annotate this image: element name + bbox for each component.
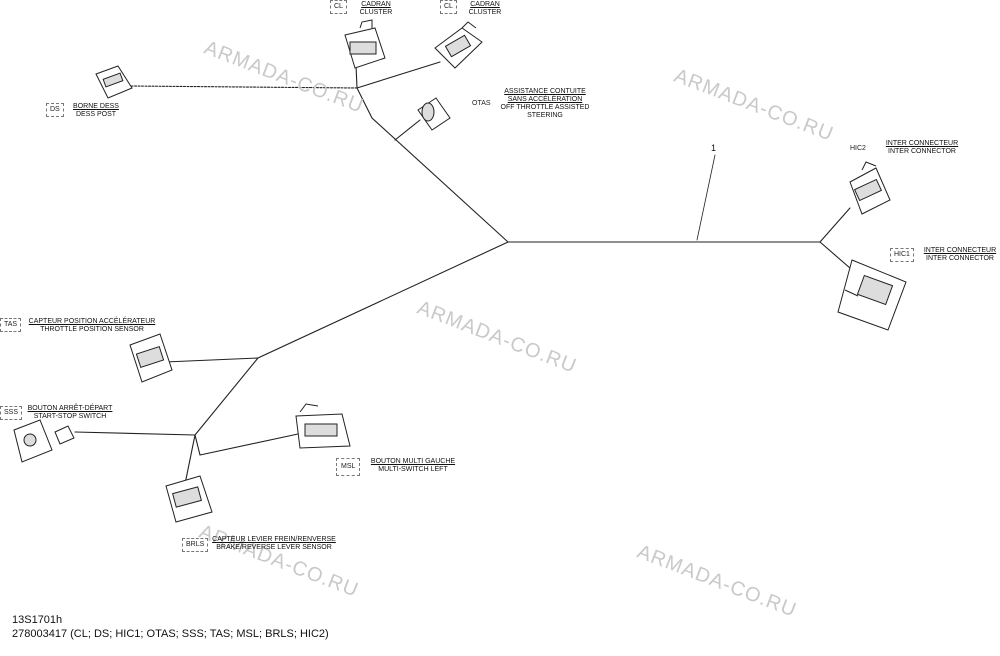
harness-branch-brls — [184, 434, 196, 485]
callout-leader — [696, 154, 716, 241]
connector-code-cl1: CL — [330, 0, 347, 14]
harness-branch-lower — [194, 241, 509, 436]
drawing-reference: 13S1701h — [12, 614, 63, 626]
connector-hic1-drawing — [837, 259, 907, 331]
connector-brls-drawing — [165, 475, 213, 523]
harness-branch-upper — [356, 87, 509, 243]
harness-branch-cl1 — [355, 64, 358, 89]
connector-code-ds: DS — [46, 103, 64, 117]
connector-label-cl2: CADRAN CLUSTER — [468, 1, 502, 16]
connector-code-hic2: HIC2 — [850, 145, 866, 152]
connector-sss-drawing — [13, 419, 75, 463]
harness-branch-hic2 — [819, 207, 851, 243]
connector-label-otas: ASSISTANCE CONTUITE SANS ACCÉLÉRATION OF… — [500, 88, 590, 119]
connector-label-hic2: INTER CONNECTEUR INTER CONNECTOR — [885, 140, 959, 155]
part-number-list: 278003417 (CL; DS; HIC1; OTAS; SSS; TAS;… — [12, 628, 329, 640]
connector-code-msl: MSL — [336, 458, 361, 476]
connector-label-msl: BOUTON MULTI GAUCHE MULTI-SWITCH LEFT — [370, 458, 456, 473]
harness-branch-ds — [129, 85, 358, 89]
connector-label-cl1: CADRAN CLUSTER — [359, 1, 393, 16]
connector-msl-drawing — [295, 403, 351, 449]
connector-code-otas: OTAS — [472, 100, 491, 107]
connector-cl1-drawing — [344, 19, 386, 69]
connector-code-tas: TAS — [0, 318, 22, 332]
callout-number: 1 — [711, 143, 717, 153]
harness-branch-otas — [394, 119, 421, 141]
connector-hic2-drawing — [849, 161, 891, 215]
connector-ds-drawing — [95, 65, 133, 99]
connector-label-brls: CAPTEUR LEVIER FREIN/RENVERSE BRAKE/REVE… — [212, 536, 336, 551]
harness-branch-tas — [164, 357, 259, 363]
connector-otas-drawing — [417, 97, 451, 131]
connector-code-hic1: HIC1 — [890, 248, 914, 262]
connector-label-tas: CAPTEUR POSITION ACCÉLÉRATEUR THROTTLE P… — [28, 318, 156, 333]
connector-cl2-drawing — [434, 21, 483, 69]
connector-tas-drawing — [129, 333, 173, 383]
harness-branch-sss — [74, 431, 196, 436]
harness-branch-cl2 — [356, 61, 441, 89]
harness-branch-msl — [194, 433, 299, 456]
connector-label-hic1: INTER CONNECTEUR INTER CONNECTOR — [923, 247, 997, 262]
connector-code-sss: SSS — [0, 406, 23, 420]
connector-code-cl2: CL — [440, 0, 457, 14]
connector-label-ds: BORNE DESS DESS POST — [73, 103, 119, 118]
connector-label-sss: BOUTON ARRÊT-DÉPART START-STOP SWITCH — [27, 405, 113, 420]
connector-code-brls: BRLS — [182, 538, 209, 552]
